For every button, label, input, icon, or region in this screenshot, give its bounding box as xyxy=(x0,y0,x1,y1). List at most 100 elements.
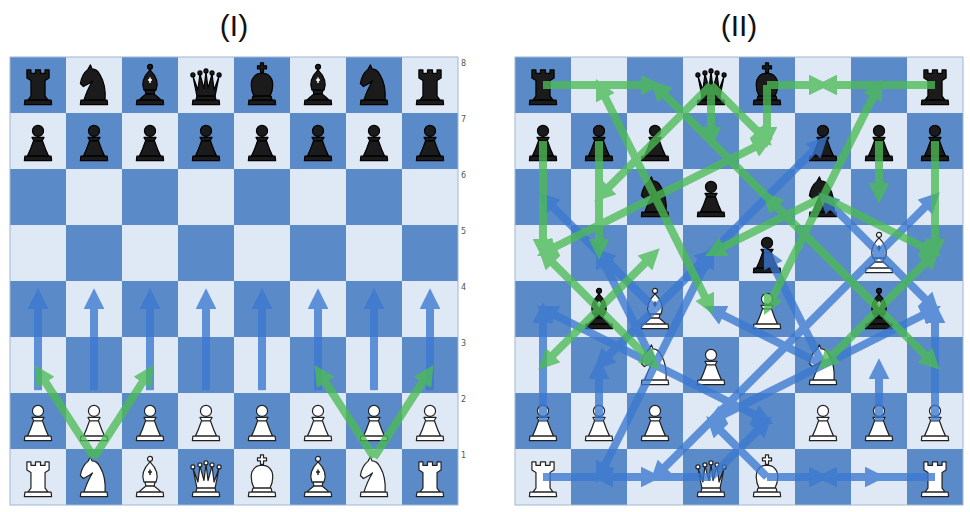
chess-piece xyxy=(360,457,387,497)
piece-part xyxy=(136,156,163,161)
piece-part xyxy=(80,100,107,105)
chess-piece xyxy=(24,125,51,160)
piece-part xyxy=(652,288,657,293)
piece-part xyxy=(195,141,216,156)
move-arrows xyxy=(38,305,430,390)
piece-part xyxy=(703,463,707,467)
chess-board xyxy=(515,57,963,505)
board-square xyxy=(66,113,122,169)
piece-part xyxy=(722,73,726,77)
move-arrow xyxy=(711,85,760,134)
move-arrow xyxy=(543,473,645,481)
piece-part xyxy=(929,125,940,136)
move-arrow xyxy=(763,85,771,131)
piece-part xyxy=(147,456,152,461)
move-arrow xyxy=(662,92,879,309)
move-arrow xyxy=(823,94,875,197)
piece-part xyxy=(641,156,668,161)
piece-part xyxy=(80,457,105,492)
piece-part xyxy=(809,156,836,161)
board-square xyxy=(402,225,458,281)
piece-part xyxy=(210,71,214,75)
move-arrow xyxy=(833,81,935,89)
move-arrow xyxy=(711,428,760,477)
chess-piece xyxy=(24,462,51,497)
piece-part xyxy=(697,212,724,217)
piece-part xyxy=(24,100,51,105)
rank-number: 5 xyxy=(461,227,466,236)
move-arrow xyxy=(595,375,603,421)
chess-piece xyxy=(80,65,107,105)
piece-part xyxy=(703,71,707,75)
board-square xyxy=(234,169,290,225)
piece-part xyxy=(315,456,320,461)
piece-part xyxy=(304,436,331,441)
piece-part xyxy=(139,141,160,156)
pieces xyxy=(529,63,948,497)
board-square xyxy=(10,225,66,281)
chess-piece xyxy=(641,405,668,440)
piece-part xyxy=(756,309,777,324)
chess-piece xyxy=(416,462,443,497)
piece-part xyxy=(193,72,219,96)
piece-part xyxy=(596,288,601,293)
chess-piece xyxy=(697,181,724,216)
rank-number: 8 xyxy=(461,59,466,68)
piece-part xyxy=(304,156,331,161)
chess-piece xyxy=(809,405,836,440)
piece-part xyxy=(424,405,435,416)
move-arrow xyxy=(599,260,648,309)
piece-part xyxy=(251,141,272,156)
board-square xyxy=(10,169,66,225)
piece-part xyxy=(761,237,772,248)
chess-piece xyxy=(248,125,275,160)
move-arrow xyxy=(603,365,655,468)
piece-part xyxy=(705,181,716,192)
piece-part xyxy=(32,405,43,416)
board-square xyxy=(10,113,66,169)
panel-heading: (II) xyxy=(515,6,963,46)
move-arrow xyxy=(90,305,98,390)
move-arrow xyxy=(833,473,935,481)
piece-part xyxy=(316,469,320,475)
piece-part xyxy=(363,421,384,436)
piece-part xyxy=(363,141,384,156)
move-arrow xyxy=(539,319,547,421)
piece-part xyxy=(419,421,440,436)
board-square xyxy=(234,393,290,449)
piece-part xyxy=(251,73,273,96)
piece-part xyxy=(817,125,828,136)
move-arrow xyxy=(718,428,767,477)
piece-part xyxy=(307,421,328,436)
piece-part xyxy=(641,436,668,441)
move-arrow xyxy=(552,197,655,249)
piece-part xyxy=(419,141,440,156)
chess-piece xyxy=(248,63,275,105)
piece-part xyxy=(144,125,155,136)
piece-part xyxy=(192,100,219,105)
piece-part xyxy=(248,100,275,105)
board-square xyxy=(346,57,402,113)
piece-part xyxy=(307,94,329,100)
move-arrow xyxy=(655,148,816,309)
rank-number: 4 xyxy=(461,283,466,292)
move-arrow xyxy=(875,141,883,187)
piece-part xyxy=(697,492,724,497)
board-square xyxy=(346,169,402,225)
piece-part xyxy=(424,125,435,136)
piece-part xyxy=(529,492,556,497)
piece-part xyxy=(83,141,104,156)
piece-part xyxy=(24,156,51,161)
piece-part xyxy=(649,405,660,416)
piece-part xyxy=(316,77,320,83)
piece-part xyxy=(868,421,889,436)
piece-part xyxy=(700,197,721,212)
rank-number: 7 xyxy=(461,115,466,124)
chess-piece xyxy=(136,456,163,496)
board-square xyxy=(346,113,402,169)
piece-part xyxy=(80,65,105,100)
piece-part xyxy=(705,349,716,360)
board-square xyxy=(234,113,290,169)
chess-piece xyxy=(136,125,163,160)
move-arrow xyxy=(720,365,823,417)
